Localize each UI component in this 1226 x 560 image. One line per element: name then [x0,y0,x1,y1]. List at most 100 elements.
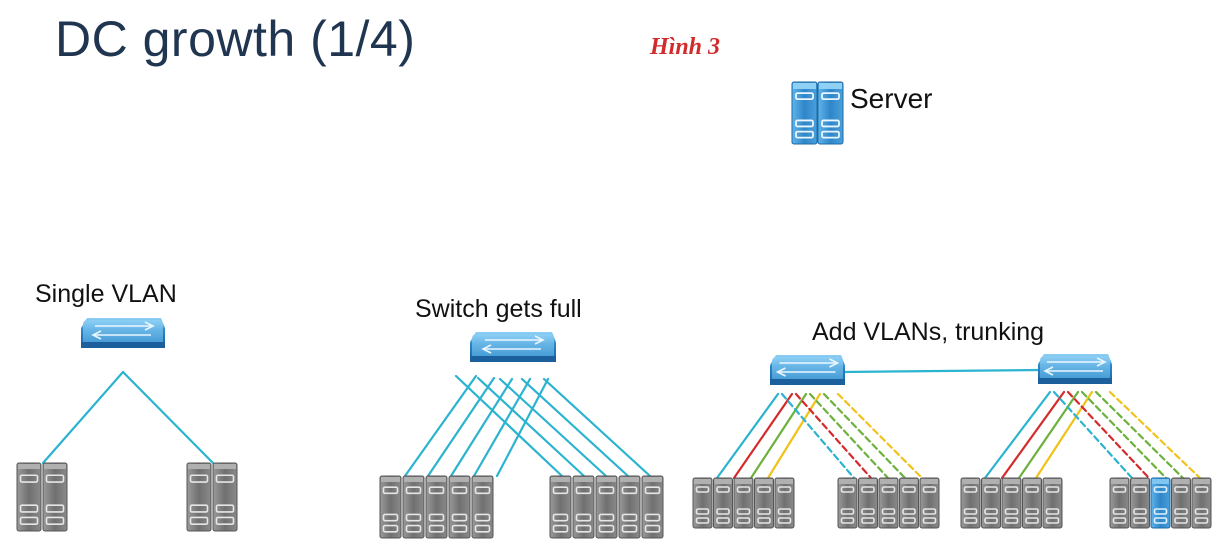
server-slot [922,508,937,515]
server-slot [861,486,875,493]
server-slot [695,517,710,524]
server-body [919,477,940,529]
trunk-link [841,368,1042,374]
panel-label-switch-full: Switch gets full [415,295,582,323]
server-top [859,479,877,484]
vlan-link-solid [715,392,780,480]
link-switch-full-right [498,377,608,478]
server-body [1001,477,1022,529]
server-icon [425,475,448,539]
server-slot [405,513,422,522]
server-top [1044,479,1061,484]
server-top [574,477,593,482]
server-top [1172,479,1190,484]
server-slot [881,508,896,515]
server-slot [984,517,998,524]
server-body [471,475,494,539]
server-body [960,477,981,529]
server-slot [881,517,896,524]
legend-server-slot [821,92,840,101]
server-slot [552,513,569,522]
server-icon [471,475,494,539]
server-slot [1133,486,1147,493]
server-slot [1112,508,1127,515]
server-slot [598,524,615,533]
server-top [404,477,423,482]
server-slot [716,517,730,524]
server-body [212,462,238,532]
server-slot [215,504,235,513]
server-slot [644,524,661,533]
switch-icon-vlan-right [1038,354,1112,384]
server-body [641,475,664,539]
vlan-link-dashed [836,392,924,480]
server-slot [215,474,235,483]
server-top [643,477,662,482]
server-slot [451,486,468,495]
link-switch-full-left [426,376,496,478]
vlan-link-solid [732,392,794,480]
server-slot [984,508,998,515]
switch-icon-vlan-left [770,355,845,385]
server-top [427,477,446,482]
server-slot [757,508,771,515]
server-body [774,477,795,529]
server-slot [777,508,792,515]
server-icon [692,477,713,529]
server-slot [1174,486,1188,493]
switch-arrow-head [775,367,786,377]
server-slot [840,517,855,524]
server-slot [695,486,710,493]
server-slot [428,486,445,495]
server-slot [757,486,771,493]
switches-layer [81,318,1112,385]
server-slot [777,486,792,493]
server-icon [572,475,595,539]
server-top [214,464,236,469]
server-top [1003,479,1020,484]
server-top [188,464,210,469]
legend-server-label: Server [850,83,933,114]
server-icon [448,475,471,539]
panel-label-vlans-trunking: Add VLANs, trunking [812,318,1045,346]
server-slot [45,474,65,483]
server-slot [382,486,399,495]
server-slot [777,517,792,524]
server-slot [963,517,978,524]
vlan-link-solid [983,390,1052,480]
vlan-link-dashed [1052,390,1134,480]
server-icon [212,462,238,532]
server-top [597,477,616,482]
server-body [448,475,471,539]
link-switch-full-left [403,374,478,478]
server-slot [1025,517,1039,524]
server-top [1193,479,1210,484]
server-icon [858,477,878,529]
link-single-left [41,370,125,465]
server-icon [1150,477,1171,529]
server-body [713,477,733,529]
server-top [450,477,469,482]
server-slot [1112,517,1127,524]
legend-server-slot [795,119,814,128]
server-slot [382,513,399,522]
server-body [899,477,919,529]
links-layer [41,368,1202,480]
server-slot [1112,486,1127,493]
server-icon [402,475,425,539]
switch-arrow-head [1096,357,1107,367]
server-slot [984,486,998,493]
server-icon [878,477,899,529]
server-top [473,477,492,482]
server-icon [186,462,212,532]
server-icon [1191,477,1212,529]
switch-body [83,320,163,348]
vlan-link-dashed [1094,390,1185,480]
server-slot [215,516,235,526]
server-body [379,475,402,539]
switch-base [81,342,165,348]
server-slot [19,474,39,483]
server-icon [16,462,42,532]
server-slot [189,516,209,526]
server-slot [474,513,491,522]
